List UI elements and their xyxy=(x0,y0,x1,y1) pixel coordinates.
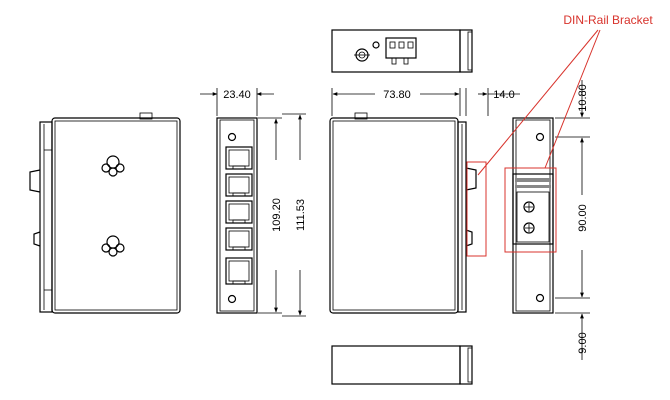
rj45-port-4 xyxy=(225,227,253,251)
terminal-block-icon xyxy=(385,37,417,65)
dim-label-bottom-offset: 9.00 xyxy=(577,332,589,353)
din-rail-clip xyxy=(512,173,554,245)
port-side-view xyxy=(216,117,258,314)
callout-leaders xyxy=(477,29,601,176)
rail-side-view xyxy=(512,117,554,314)
din-bracket-profile xyxy=(465,161,487,257)
dim-hole-spacing: 90.00 xyxy=(555,136,590,299)
bracket-screw-upper-icon xyxy=(523,201,535,213)
rj45-port-1 xyxy=(225,146,253,170)
front-view xyxy=(329,112,467,314)
dim-label-bracket-depth: 14.0 xyxy=(493,89,514,101)
dim-total-height: 111.53 xyxy=(282,113,307,317)
dim-label-side-width: 23.40 xyxy=(223,89,251,101)
rj45-port-3 xyxy=(225,200,253,224)
bracket-screw-lower-icon xyxy=(523,222,535,234)
top-view xyxy=(331,29,473,73)
rj45-port-5 xyxy=(225,257,253,285)
dim-label-front-width: 73.80 xyxy=(383,89,411,101)
din-bracket-highlight-left xyxy=(466,161,487,257)
keyhole-upper-icon xyxy=(101,155,125,177)
dim-label-total-height: 111.53 xyxy=(295,199,307,231)
dim-label-rj45-height: 109.20 xyxy=(271,198,283,232)
dim-label-top-offset: 10.80 xyxy=(577,84,589,112)
ground-screw-icon xyxy=(354,48,370,62)
dim-top-offset: 10.80 xyxy=(555,80,590,119)
dim-label-hole-spacing: 90.00 xyxy=(577,204,589,232)
din-bracket-highlight-right xyxy=(504,167,557,253)
dim-side-width: 23.40 xyxy=(200,88,274,116)
rj45-port-2 xyxy=(225,173,253,197)
dim-rj45-height: 109.20 xyxy=(258,117,283,314)
led-indicator xyxy=(372,41,380,49)
dim-bottom-offset: 9.00 xyxy=(555,312,590,360)
dim-front-width: 73.80 xyxy=(331,88,461,116)
dim-bracket-depth: 14.0 xyxy=(465,88,520,116)
bottom-view xyxy=(331,345,473,385)
back-view xyxy=(29,112,181,314)
keyhole-lower-icon xyxy=(101,235,125,257)
callout-din-rail-bracket: DIN-Rail Bracket xyxy=(563,13,653,27)
